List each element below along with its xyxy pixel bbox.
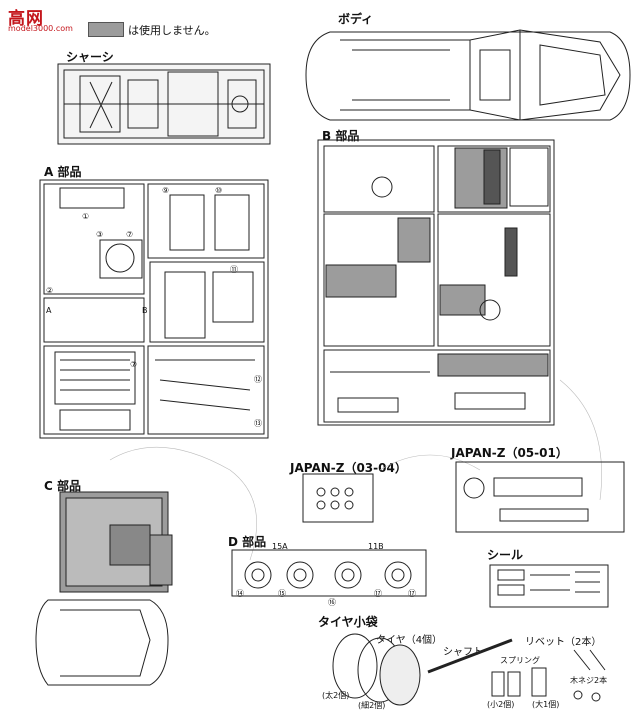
legend-text: は使用しません。 <box>128 24 216 37</box>
section-label-seal: シール <box>487 548 524 562</box>
legend-swatch <box>88 22 124 37</box>
spring-small-label: (小2個) <box>487 700 515 709</box>
a-part-number: ① <box>82 212 90 221</box>
d-part-number: ⑰ <box>408 589 416 598</box>
section-label-a: A 部品 <box>44 165 82 179</box>
section-label-japan-z1: JAPAN-Z（03-04） <box>290 461 407 475</box>
body-part <box>305 29 631 121</box>
a-part-number: ⑦ <box>130 360 138 369</box>
shaft-label: シャフト <box>443 647 483 658</box>
japan-z2-part <box>455 461 625 533</box>
a-part-number: ② <box>46 286 54 295</box>
c-parts-frame <box>35 491 173 686</box>
d-parts-frame <box>231 549 427 597</box>
d-part-number: ⑯ <box>328 598 336 607</box>
section-label-body: ボディ <box>338 12 374 26</box>
b-parts-frame <box>317 139 555 426</box>
section-label-japan-z2: JAPAN-Z（05-01） <box>451 446 568 460</box>
screw-label: 木ネジ2本 <box>570 676 608 685</box>
tire-bag-parts <box>332 633 606 706</box>
section-label-d: D 部品 <box>228 535 267 549</box>
spring-large-label: (大1個) <box>532 700 560 709</box>
a-parts-frame <box>39 179 269 439</box>
a-part-number: ③ <box>96 230 104 239</box>
d-part-number: 15A <box>272 542 288 551</box>
section-label-tire-bag: タイヤ小袋 <box>318 615 378 629</box>
d-part-number: ⑭ <box>236 589 244 598</box>
a-part-number: ⑪ <box>230 265 238 274</box>
japan-z1-part <box>302 473 374 523</box>
seal-sheet <box>489 564 609 608</box>
a-part-label-a: A <box>46 306 52 315</box>
a-part-label-b: B <box>142 306 148 315</box>
tire-label: タイヤ（4個） <box>376 635 443 646</box>
a-part-number: ⑩ <box>215 186 223 195</box>
section-label-chassis: シャーシ <box>66 50 114 64</box>
d-part-number: ⑰ <box>374 589 382 598</box>
d-part-number: ⑮ <box>278 589 286 598</box>
watermark-brand: 高网 <box>8 9 44 29</box>
a-part-number: ⑫ <box>254 375 262 384</box>
d-part-number: 11B <box>368 542 384 551</box>
watermark-logo: 高网 <box>8 4 44 29</box>
a-part-number: ⑨ <box>162 186 170 195</box>
watermark-site: model3000.com <box>8 24 73 33</box>
rivet-label: リベット（2本） <box>525 637 602 648</box>
a-part-number: ⑦ <box>126 230 134 239</box>
spring-label: スプリング <box>500 656 540 665</box>
tire-thin-label: (細2個) <box>358 701 386 710</box>
section-label-c: C 部品 <box>44 479 81 493</box>
chassis-part <box>57 63 271 145</box>
tire-thick-label: (太2個) <box>322 691 350 700</box>
a-part-number: ⑬ <box>254 419 262 428</box>
